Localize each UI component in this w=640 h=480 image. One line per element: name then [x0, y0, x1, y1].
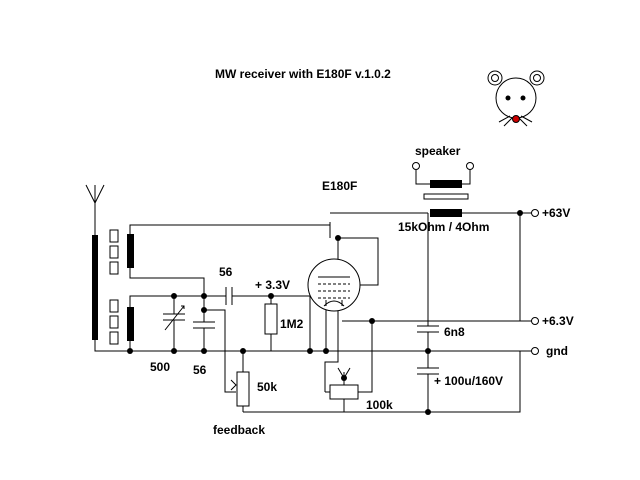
tube-e180f-symbol [307, 258, 361, 312]
label-v63: +63V [542, 206, 570, 220]
label-c56-coupling: 56 [219, 265, 233, 279]
label-speaker: speaker [415, 144, 461, 158]
label-c56-trim: 56 [193, 363, 207, 377]
speaker-transformer [415, 168, 471, 217]
label-r1m2: 1M2 [280, 317, 304, 331]
antenna-icon [85, 184, 105, 235]
junction-dots [127, 210, 523, 415]
terminals [412, 162, 539, 355]
label-c500: 500 [150, 360, 170, 374]
label-r50k: 50k [257, 380, 277, 394]
mouse-logo-icon [487, 70, 545, 127]
label-tube: E180F [322, 179, 357, 193]
label-gnd: gnd [546, 344, 568, 358]
label-r100k: 100k [366, 398, 393, 412]
label-feedback: feedback [213, 423, 265, 437]
label-c6n8: 6n8 [444, 325, 465, 339]
label-v3-3: + 3.3V [255, 278, 290, 292]
diagram-title: MW receiver with E180F v.1.0.2 [215, 67, 391, 81]
wiring [94, 212, 535, 413]
label-v6-3: +6.3V [542, 314, 574, 328]
label-transformer: 15kOhm / 4Ohm [398, 220, 489, 234]
label-c100u: + 100u/160V [434, 374, 503, 388]
ferrite-antenna-coil [92, 229, 134, 345]
